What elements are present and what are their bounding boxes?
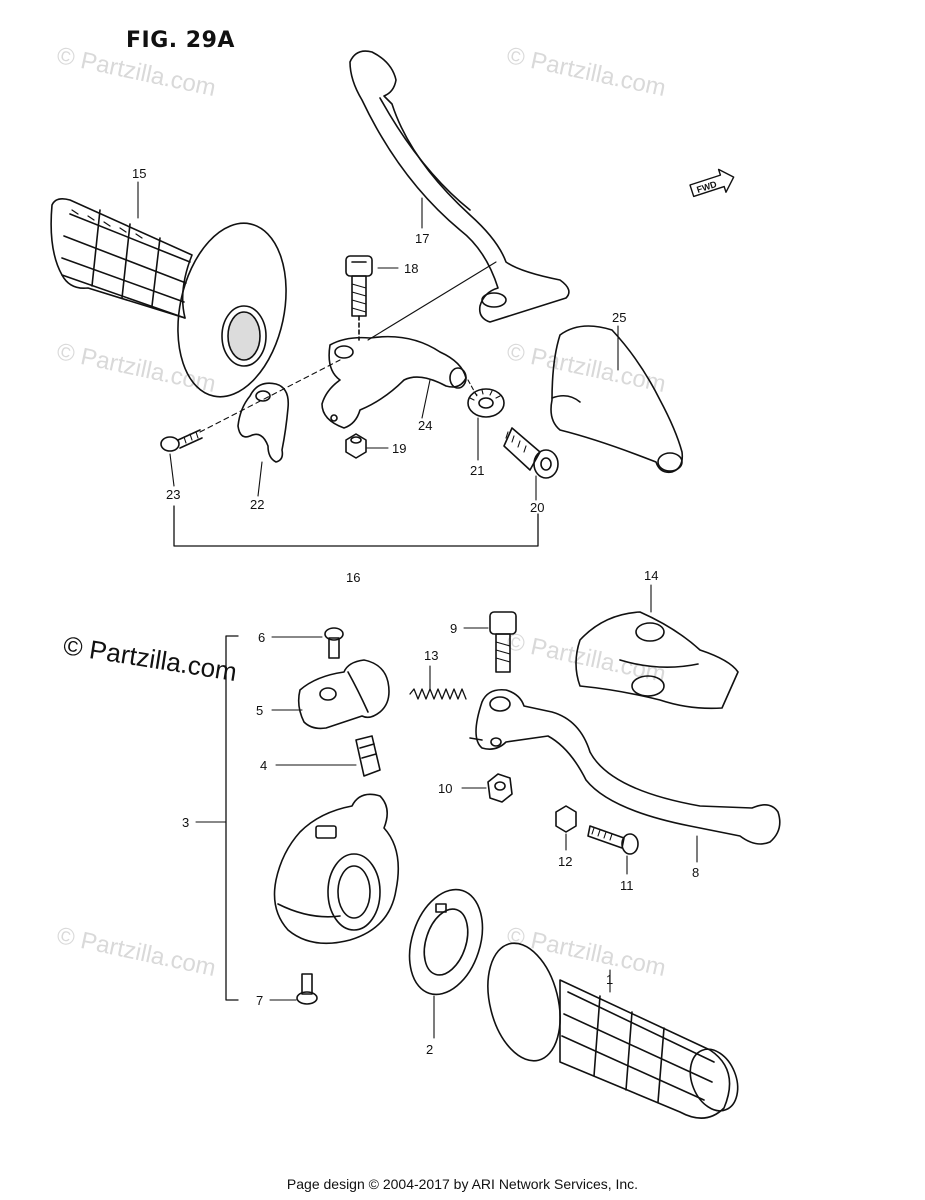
callout-7: 7 (256, 993, 263, 1008)
callout-10: 10 (438, 781, 452, 796)
switch-housing-3-drawing (273, 793, 400, 945)
callout-5: 5 (256, 703, 263, 718)
callout-18: 18 (404, 261, 418, 276)
callout-13: 13 (424, 648, 438, 663)
callout-8: 8 (692, 865, 699, 880)
callout-4: 4 (260, 758, 267, 773)
callout-20: 20 (530, 500, 544, 515)
callout-2: 2 (426, 1042, 433, 1057)
callout-24: 24 (418, 418, 432, 433)
callout-12: 12 (558, 854, 572, 869)
nut-19-drawing (345, 433, 367, 459)
fwd-arrow-icon: FWD (689, 168, 735, 198)
lever-holder-24-drawing (321, 315, 467, 429)
callout-1: 1 (606, 972, 613, 987)
right-grip-drawing (487, 942, 739, 1119)
callout-11: 11 (620, 878, 634, 893)
bolt-9-drawing (489, 611, 517, 673)
lever-upper-drawing (349, 50, 570, 323)
callout-23: 23 (166, 487, 180, 502)
callout-22: 22 (250, 497, 264, 512)
switch-housing-5-drawing (297, 659, 390, 730)
bolt-18-drawing (345, 255, 373, 317)
locknut-21-drawing (467, 388, 505, 418)
screw-7-drawing (296, 973, 318, 1005)
spring-13-drawing (409, 688, 467, 700)
clip-4-drawing (355, 735, 381, 777)
figure-title: FIG. 29A (126, 28, 235, 53)
cover-14-drawing (575, 611, 739, 710)
callout-19: 19 (392, 441, 406, 456)
callout-21: 21 (470, 463, 484, 478)
callout-15: 15 (132, 166, 146, 181)
callout-25: 25 (612, 310, 626, 325)
nut-10-drawing (487, 773, 513, 803)
lever-8-drawing (469, 688, 781, 845)
bolt-11-drawing (587, 825, 639, 855)
callout-16: 16 (346, 570, 360, 585)
callout-14: 14 (644, 568, 658, 583)
throttle-ring-2-drawing (408, 888, 484, 996)
screw-23-drawing (160, 429, 203, 452)
left-grip-drawing (50, 198, 287, 398)
callout-9: 9 (450, 621, 457, 636)
screw-6-drawing (324, 627, 344, 659)
adjuster-20-drawing (503, 427, 559, 479)
exploded-view-drawing: FWD (50, 50, 781, 1119)
footer-copyright: Page design © 2004-2017 by ARI Network S… (286, 1176, 639, 1192)
cover-25-drawing (550, 325, 684, 474)
callout-3: 3 (182, 815, 189, 830)
leader-lines (137, 181, 698, 1039)
nut-12-drawing (555, 805, 577, 833)
callout-6: 6 (258, 630, 265, 645)
clamp-22-drawing (237, 382, 290, 463)
callout-17: 17 (415, 231, 429, 246)
